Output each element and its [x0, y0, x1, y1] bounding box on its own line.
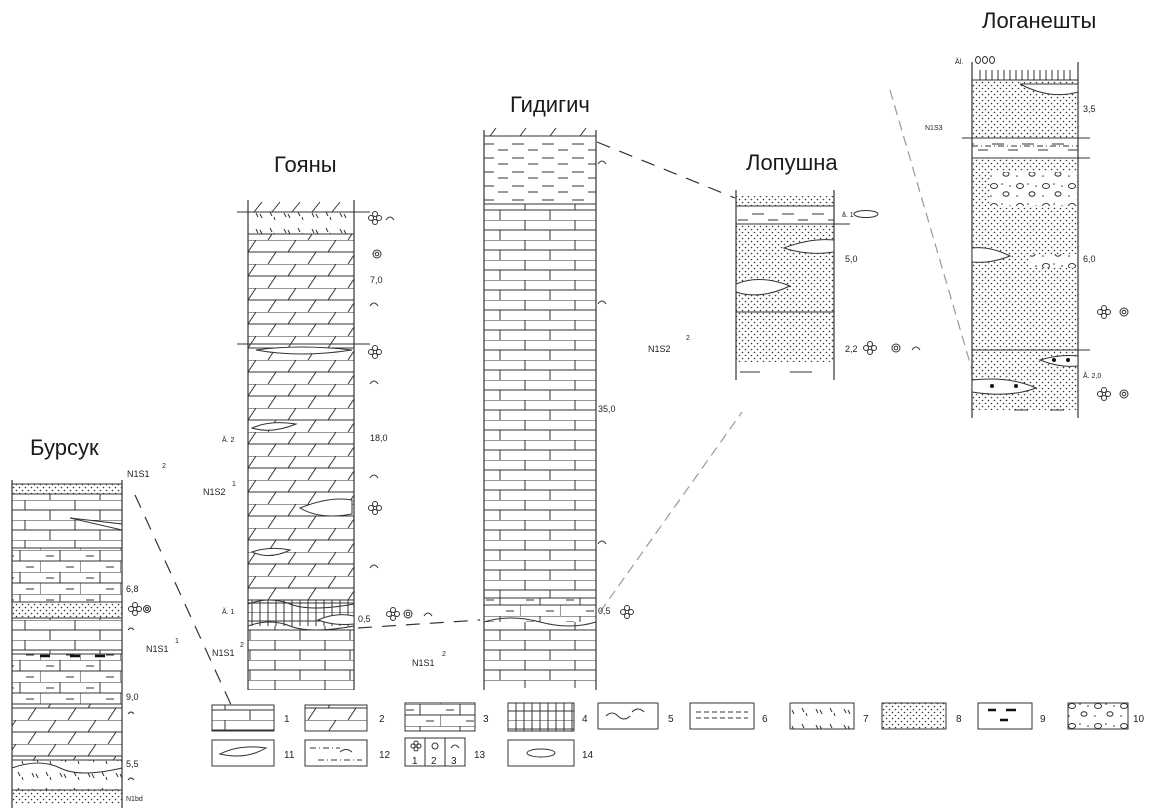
legend-number: 6: [762, 714, 768, 725]
thickness-label: 5,0: [845, 254, 858, 264]
section-title-bursuk: Бурсук: [30, 435, 99, 460]
legend-number: 2: [379, 714, 385, 725]
legend: 1 2 3 4 5 6 7 8 9 10 11 12 1 2: [212, 703, 1145, 767]
unit-sup: 1: [175, 638, 179, 645]
legend-sub-number: 3: [451, 756, 457, 767]
column-goyany: [237, 200, 370, 690]
unit-sup: 2: [686, 335, 690, 342]
column-loganeshty: [962, 57, 1090, 419]
thickness-label: 3,5: [1083, 104, 1096, 114]
section-title-lopushna: Лопушна: [746, 150, 838, 175]
legend-number: 1: [284, 714, 290, 725]
legend-sub-number: 1: [412, 756, 418, 767]
thickness-label: 6,8: [126, 584, 139, 594]
legend-number: 14: [582, 750, 594, 761]
thickness-label: 18,0: [370, 433, 388, 443]
unit-label: N1S2: [648, 344, 671, 354]
member-label: Ă. 1: [222, 607, 235, 616]
column-gidigich: [484, 128, 596, 690]
unit-label: N1S1: [212, 648, 235, 658]
member-label: Ă. 2,0: [1083, 371, 1101, 380]
unit-label: N1S2: [203, 487, 226, 497]
legend-number: 10: [1133, 714, 1145, 725]
thickness-label: 6,0: [1083, 254, 1096, 264]
fossil-icon: [854, 211, 920, 355]
legend-number: 13: [474, 750, 486, 761]
legend-number: 7: [863, 714, 869, 725]
legend-number: 11: [284, 750, 295, 761]
member-label: Ăl.: [955, 57, 963, 66]
thickness-label: 0,5: [598, 606, 611, 616]
legend-number: 5: [668, 714, 674, 725]
legend-number: 3: [483, 714, 489, 725]
fossil-icon: [369, 212, 433, 621]
unit-sup: 1: [232, 481, 236, 488]
column-bursuk: [12, 480, 122, 808]
section-title-loganeshty: Логанешты: [982, 8, 1096, 33]
unit-sup: 2: [240, 642, 244, 649]
unit-label: N1S1: [146, 644, 169, 654]
unit-sup: 2: [442, 651, 446, 658]
fossil-icon: [1098, 306, 1129, 401]
fossil-icon: [598, 161, 634, 619]
unit-label: N1bd: [126, 796, 143, 803]
legend-number: 4: [582, 714, 588, 725]
legend-number: 9: [1040, 714, 1046, 725]
thickness-label: 7,0: [370, 275, 383, 285]
unit-label: N1S1: [127, 469, 150, 479]
legend-number: 8: [956, 714, 962, 725]
section-title-goyany: Гояны: [274, 152, 337, 177]
member-label: Ă. 2: [222, 435, 235, 444]
section-title-gidigich: Гидигич: [510, 92, 590, 117]
unit-label: N1S3: [925, 125, 943, 132]
legend-number: 12: [379, 750, 391, 761]
column-lopushna: [736, 190, 850, 380]
thickness-label: 35,0: [598, 404, 616, 414]
thickness-label: 5,5: [126, 759, 139, 769]
unit-sup: 2: [162, 463, 166, 470]
unit-label: N1S1: [412, 658, 435, 668]
thickness-label: 9,0: [126, 692, 139, 702]
member-label: ă. 1: [842, 212, 854, 219]
thickness-label: 2,2: [845, 344, 858, 354]
legend-sub-number: 2: [431, 756, 437, 767]
thickness-label: 0,5: [358, 614, 371, 624]
